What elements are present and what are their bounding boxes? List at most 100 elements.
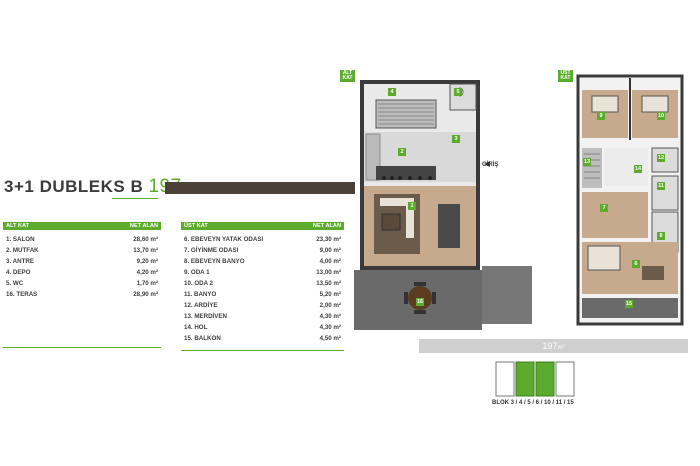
wc-room (449, 83, 477, 111)
row-label: 10. ODA 2 (184, 280, 214, 287)
coffee-table (381, 213, 401, 231)
table-row: 6. EBEVEYN YATAK ODASI 23,30 m² (181, 234, 344, 245)
alt-kat-tag: ALT KAT (340, 70, 355, 82)
row-label: 3. ANTRE (6, 258, 34, 265)
row-label: 4. DEPO (6, 269, 31, 276)
row-label: 15. BALKON (184, 335, 221, 342)
row-value: 23,30 m² (316, 236, 341, 243)
room-number-12: 12 (657, 154, 665, 162)
room-number-6: 6 (632, 260, 640, 268)
table-row: 9. ODA 1 13,00 m² (181, 267, 344, 278)
row-label: 16. TERAS (6, 291, 38, 298)
room-number-16: 16 (416, 298, 424, 306)
room-number-7: 7 (600, 204, 608, 212)
row-value: 13,70 m² (133, 247, 158, 254)
title-underline (112, 198, 158, 199)
ardiye-room (651, 147, 679, 173)
entrance-label: GİRİŞ (482, 162, 499, 168)
room-number-10: 10 (657, 112, 665, 120)
table-bottom-rule (181, 350, 344, 351)
blok-label: BLOK 3 / 4 / 5 / 6 / 10 / 11 / 15 (492, 400, 574, 406)
block-unit-4 (555, 361, 575, 397)
row-value: 5,20 m² (319, 291, 341, 298)
room-number-5: 5 (454, 88, 462, 96)
block-key-plan (495, 361, 575, 397)
ust-kat-tag-line1: ÜST (560, 70, 571, 76)
balkon (582, 298, 678, 318)
master-chairs (642, 266, 664, 280)
sofa-side (406, 198, 414, 238)
room-number-2: 2 (398, 148, 406, 156)
row-value: 4,30 m² (319, 324, 341, 331)
table-row: 14. HOL 4,30 m² (181, 322, 344, 333)
unit-type: 3+1 (4, 177, 35, 196)
row-label: 6. EBEVEYN YATAK ODASI (184, 236, 264, 243)
room-number-15: 15 (625, 300, 633, 308)
unit-name: DUBLEKS B (39, 177, 144, 196)
row-label: 13. MERDİVEN (184, 313, 227, 320)
row-label: 14. HOL (184, 324, 208, 331)
alt-kat-bottom-rule (3, 347, 161, 348)
block-unit-1 (495, 361, 515, 397)
row-label: 5. WC (6, 280, 24, 287)
table-row: 7. GİYİNME ODASI 9,00 m² (181, 245, 344, 256)
area-bar-unit: m² (557, 345, 565, 351)
row-label: 1. SALON (6, 236, 35, 243)
oda-2-bed (641, 95, 669, 113)
bar-stools (382, 176, 432, 180)
row-value: 4,00 m² (319, 258, 341, 265)
oda-1-bed (591, 95, 619, 113)
room-number-8: 8 (657, 232, 665, 240)
table-row: 13. MERDİVEN 4,30 m² (181, 311, 344, 322)
row-value: 4,20 m² (136, 269, 158, 276)
title-band (165, 182, 355, 194)
ust-kat-tag-line2: KAT (560, 75, 571, 81)
depo-room (375, 99, 437, 129)
row-value: 2,00 m² (319, 302, 341, 309)
stairs-lines (378, 103, 434, 125)
block-unit-3-highlight (535, 361, 555, 397)
row-label: 7. GİYİNME ODASI (184, 247, 239, 254)
row-label: 2. MUTFAK (6, 247, 39, 254)
table-row: 4. DEPO 4,20 m² (3, 267, 161, 278)
room-number-4: 4 (388, 88, 396, 96)
block-unit-2-highlight (515, 361, 535, 397)
ust-kat-header-label: ÜST KAT (184, 223, 208, 229)
room-number-1: 1 (408, 202, 416, 210)
row-label: 9. ODA 1 (184, 269, 210, 276)
row-value: 4,30 m² (319, 313, 341, 320)
table-row: 3. ANTRE 9,20 m² (3, 256, 161, 267)
alt-kat-floor-plan (354, 80, 532, 330)
area-bar-value: 197 (542, 341, 558, 351)
table-row: 8. EBEVEYN BANYO 4,00 m² (181, 256, 344, 267)
room-number-11: 11 (657, 182, 665, 190)
room-number-9: 9 (597, 112, 605, 120)
room-number-14: 14 (634, 165, 642, 173)
giyinme-room (582, 192, 648, 238)
sofa-top (380, 198, 412, 206)
alt-kat-tag-line2: KAT (342, 75, 353, 81)
entrance-arrow (484, 161, 490, 167)
terrace-chairs (404, 282, 436, 314)
banyo-room (651, 175, 679, 211)
row-value: 9,20 m² (136, 258, 158, 265)
row-value: 1,70 m² (136, 280, 158, 287)
row-label: 8. EBEVEYN BANYO (184, 258, 245, 265)
room-number-3: 3 (452, 135, 460, 143)
row-value: 9,00 m² (319, 247, 341, 254)
dining-table (438, 204, 460, 248)
alt-kat-net-alan-label: NET ALAN (129, 223, 158, 229)
alt-kat-table-header: ALT KAT NET ALAN (3, 222, 161, 230)
room-number-13: 13 (583, 158, 591, 166)
row-label: 11. BANYO (184, 291, 217, 298)
row-value: 13,00 m² (316, 269, 341, 276)
ust-kat-tag: ÜST KAT (558, 70, 573, 82)
alt-kat-tag-line1: ALT (342, 70, 353, 76)
table-row: 11. BANYO 5,20 m² (181, 289, 344, 300)
